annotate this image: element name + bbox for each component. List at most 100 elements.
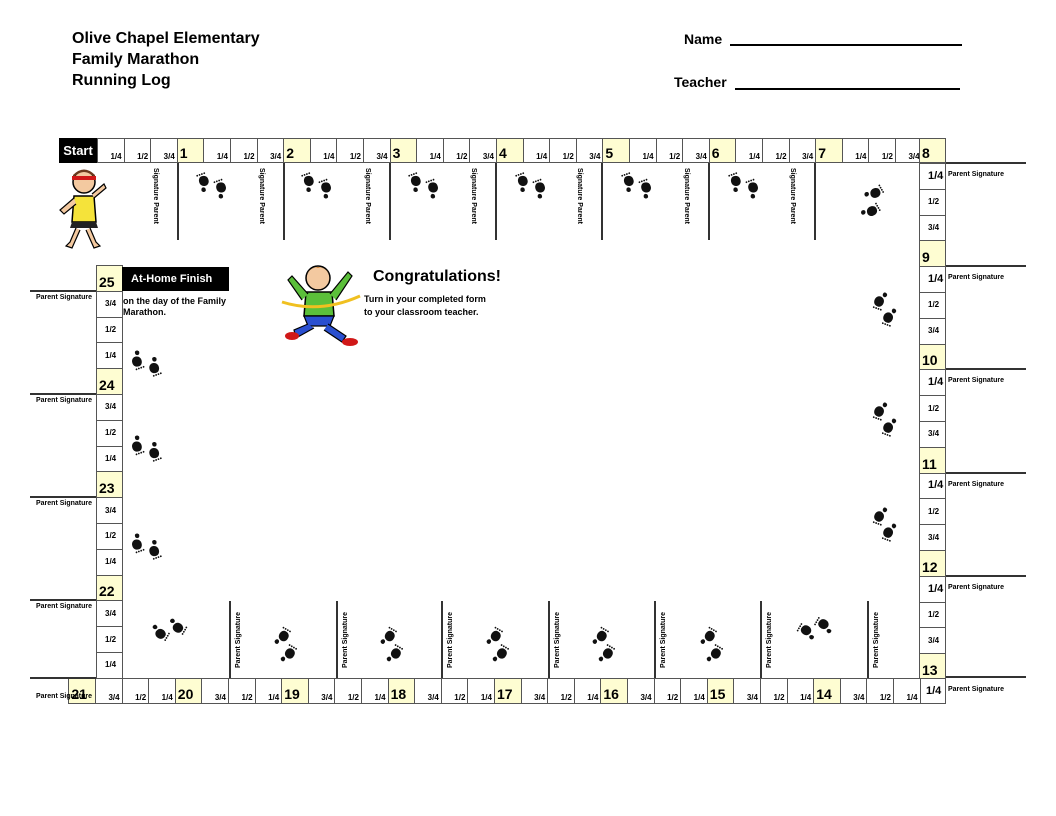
quarter-cell[interactable]: 1/2 (121, 678, 150, 704)
quarter-cell[interactable]: 1/4 (97, 138, 125, 163)
mile-marker: 11 (919, 446, 946, 474)
quarter-cell[interactable]: 1/2 (919, 292, 946, 319)
footprints-icon (861, 184, 885, 217)
quarter-cell[interactable]: 1/2 (866, 678, 894, 704)
mile-marker: 22 (96, 574, 123, 602)
quarter-cell[interactable]: 3/4 (96, 600, 123, 628)
quarter-cell[interactable]: 1/2 (760, 678, 788, 704)
quarter-cell[interactable]: 1/4 (148, 678, 176, 704)
divider-line (654, 601, 656, 678)
quarter-cell[interactable]: 1/2 (868, 138, 896, 163)
footprints-icon (132, 435, 162, 462)
quarter-cell[interactable]: 1/2 (919, 498, 946, 526)
name-field[interactable] (730, 44, 962, 46)
parent-signature-label: Parent Signature (36, 293, 93, 301)
parent-signature-label: Parent Signature (948, 480, 1005, 488)
mile-marker: 9 (919, 240, 946, 268)
quarter-cell[interactable]: 1/2 (440, 678, 469, 704)
quarter-cell[interactable]: 3/4 (363, 138, 391, 163)
quarter-cell[interactable]: 1/4 (919, 163, 946, 190)
quarter-cell[interactable]: 3/4 (95, 678, 123, 704)
quarter-cell[interactable]: 1/2 (96, 316, 123, 344)
quarter-cell[interactable]: 1/4 (919, 369, 946, 397)
quarter-cell[interactable]: 3/4 (733, 678, 761, 704)
congrats-line-2: to your classroom teacher. (364, 307, 479, 317)
quarter-cell[interactable]: 1/2 (549, 138, 577, 163)
quarter-cell[interactable]: 3/4 (919, 421, 946, 448)
quarter-cell[interactable]: 3/4 (520, 678, 549, 704)
signature-parent-label: Parent Signature (235, 611, 242, 668)
quarter-cell[interactable]: 3/4 (414, 678, 442, 704)
quarter-cell[interactable]: 1/2 (230, 138, 258, 163)
school-name: Olive Chapel Elementary (72, 30, 260, 47)
quarter-cell[interactable]: 1/2 (442, 138, 471, 163)
quarter-cell[interactable]: 1/2 (336, 138, 364, 163)
signature-line (946, 676, 1026, 678)
quarter-cell[interactable]: 1/4 (96, 445, 123, 473)
quarter-cell[interactable]: 3/4 (919, 317, 946, 345)
quarter-cell[interactable]: 3/4 (575, 138, 604, 163)
quarter-cell[interactable]: 1/4 (786, 678, 815, 704)
quarter-cell[interactable]: 1/4 (919, 678, 946, 704)
teacher-field[interactable] (735, 88, 960, 90)
parent-signature-label: Parent Signature (948, 583, 1005, 591)
quarter-cell[interactable]: 1/2 (96, 419, 123, 447)
quarter-cell[interactable]: 1/4 (919, 266, 946, 293)
quarter-cell[interactable]: 1/4 (254, 678, 283, 704)
quarter-cell[interactable]: 1/2 (762, 138, 790, 163)
quarter-cell[interactable]: 3/4 (788, 138, 817, 163)
quarter-cell[interactable]: 1/4 (893, 678, 921, 704)
quarter-cell[interactable]: 1/4 (629, 138, 657, 163)
quarter-cell[interactable]: 1/2 (334, 678, 362, 704)
quarter-cell[interactable]: 1/2 (919, 188, 946, 216)
quarter-cell[interactable]: 1/4 (203, 138, 231, 163)
quarter-cell[interactable]: 1/2 (653, 678, 682, 704)
quarter-cell[interactable]: 1/4 (96, 652, 123, 679)
quarter-cell[interactable]: 3/4 (839, 678, 868, 704)
quarter-cell[interactable]: 1/2 (919, 601, 946, 629)
signature-line (30, 496, 96, 499)
quarter-cell[interactable]: 3/4 (682, 138, 710, 163)
quarter-cell[interactable]: 3/4 (150, 138, 178, 163)
quarter-cell[interactable]: 3/4 (627, 678, 655, 704)
divider-line (760, 601, 762, 678)
quarter-cell[interactable]: 3/4 (96, 290, 123, 318)
quarter-cell[interactable]: 1/4 (309, 138, 338, 163)
quarter-cell[interactable]: 3/4 (96, 497, 123, 524)
quarter-cell[interactable]: 1/2 (919, 395, 946, 422)
quarter-cell[interactable]: 1/4 (416, 138, 444, 163)
footprints-icon (196, 172, 226, 199)
quarter-cell[interactable]: 1/4 (680, 678, 708, 704)
parent-signature-label: Parent Signature (948, 686, 1005, 693)
quarter-cell[interactable]: 1/4 (96, 342, 123, 370)
quarter-cell[interactable]: 1/4 (522, 138, 551, 163)
quarter-cell[interactable]: 3/4 (919, 214, 946, 242)
quarter-cell[interactable]: 1/4 (361, 678, 389, 704)
quarter-cell[interactable]: 1/4 (919, 575, 946, 603)
quarter-cell[interactable]: 1/4 (841, 138, 870, 163)
quarter-cell[interactable]: 1/2 (655, 138, 684, 163)
quarter-cell[interactable]: 3/4 (469, 138, 497, 163)
quarter-cell[interactable]: 1/4 (96, 548, 123, 576)
quarter-cell[interactable]: 1/2 (123, 138, 152, 163)
quarter-cell[interactable]: 3/4 (256, 138, 285, 163)
runner-boy-finish-icon (281, 265, 361, 346)
footprints-icon (621, 172, 651, 199)
quarter-cell[interactable]: 3/4 (201, 678, 229, 704)
quarter-cell[interactable]: 1/4 (735, 138, 763, 163)
quarter-cell[interactable]: 1/4 (467, 678, 495, 704)
quarter-cell[interactable]: 1/2 (96, 523, 123, 550)
quarter-cell[interactable]: 3/4 (919, 524, 946, 551)
mile-marker: 18 (387, 678, 416, 704)
quarter-cell[interactable]: 3/4 (919, 627, 946, 655)
mile-marker: 16 (600, 678, 628, 704)
quarter-cell[interactable]: 1/2 (96, 626, 123, 653)
quarter-cell[interactable]: 3/4 (96, 394, 123, 421)
quarter-cell[interactable]: 1/4 (919, 472, 946, 500)
quarter-cell[interactable]: 1/2 (547, 678, 575, 704)
quarter-cell[interactable]: 1/2 (228, 678, 256, 704)
mile-marker: 17 (494, 678, 522, 704)
quarter-cell[interactable]: 1/4 (573, 678, 602, 704)
footprints-icon (408, 172, 438, 199)
quarter-cell[interactable]: 3/4 (307, 678, 336, 704)
